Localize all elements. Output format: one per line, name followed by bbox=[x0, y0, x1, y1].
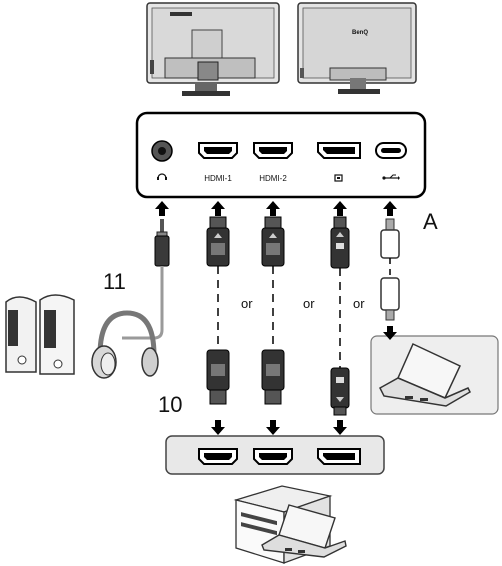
hdmi-cable-2 bbox=[261, 216, 285, 405]
monitor-brand: BenQ bbox=[352, 30, 368, 36]
pc-hdmi-port-1 bbox=[198, 448, 238, 465]
pc-hdmi-port-2 bbox=[253, 448, 293, 465]
audio-callout: 11 bbox=[103, 269, 126, 294]
hdmi-2-label: HDMI-2 bbox=[259, 174, 287, 183]
displayport-port bbox=[317, 142, 361, 159]
bottom-laptop-illustration bbox=[261, 504, 347, 558]
video-callout: 10 bbox=[158, 392, 182, 417]
hdmi-cable-1 bbox=[206, 216, 230, 405]
pc-displayport-port bbox=[317, 448, 361, 465]
headphone-icon bbox=[157, 173, 167, 180]
monitor-back-illustration: BenQ bbox=[297, 2, 417, 94]
headphone-port bbox=[151, 140, 173, 162]
displayport-icon bbox=[334, 174, 343, 182]
monitor-front-illustration bbox=[146, 2, 280, 96]
hdmi-1-label: HDMI-1 bbox=[204, 174, 232, 183]
hdmi-1-port bbox=[198, 142, 238, 159]
displayport-cable bbox=[330, 216, 350, 416]
usb-c-port bbox=[375, 142, 407, 159]
panel-label: A bbox=[423, 209, 438, 234]
speakers-illustration bbox=[5, 294, 75, 375]
usb-icon bbox=[382, 174, 400, 180]
headphones-illustration bbox=[91, 310, 159, 379]
or-label-1: or bbox=[241, 296, 253, 311]
or-label-2: or bbox=[303, 296, 315, 311]
usb-c-cable bbox=[380, 218, 400, 321]
hdmi-2-port bbox=[253, 142, 293, 159]
laptop-illustration bbox=[379, 342, 471, 407]
down-arrows bbox=[211, 420, 347, 435]
up-arrows bbox=[155, 201, 397, 216]
or-label-3: or bbox=[353, 296, 365, 311]
down-arrow-laptop bbox=[383, 326, 397, 340]
